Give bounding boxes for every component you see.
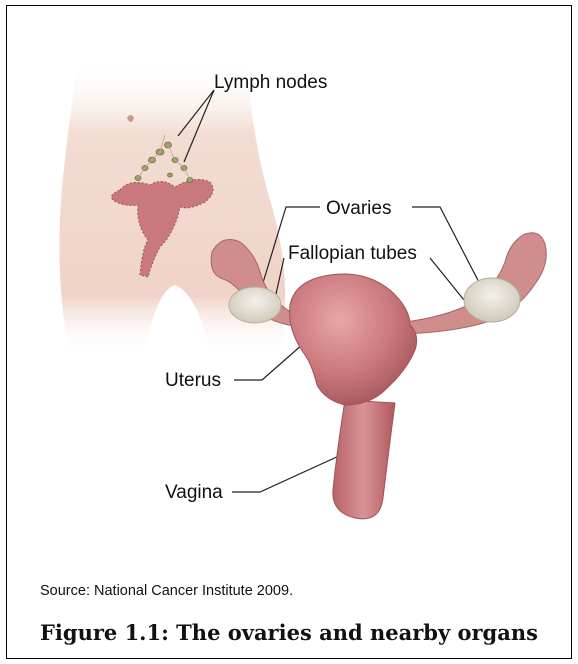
right-ovary	[464, 278, 520, 322]
label-lymph-nodes: Lymph nodes	[214, 73, 327, 92]
label-fallopian-tubes: Fallopian tubes	[288, 244, 417, 263]
vagina	[333, 400, 395, 519]
label-vagina: Vagina	[165, 483, 223, 502]
source-note: Source: National Cancer Institute 2009.	[40, 583, 293, 599]
label-uterus: Uterus	[165, 371, 221, 390]
uterus	[290, 274, 417, 405]
reproductive-organs	[211, 233, 546, 519]
left-ovary	[229, 287, 281, 323]
figure-caption: Figure 1.1: The ovaries and nearby organ…	[40, 620, 538, 645]
label-ovaries: Ovaries	[326, 199, 391, 218]
